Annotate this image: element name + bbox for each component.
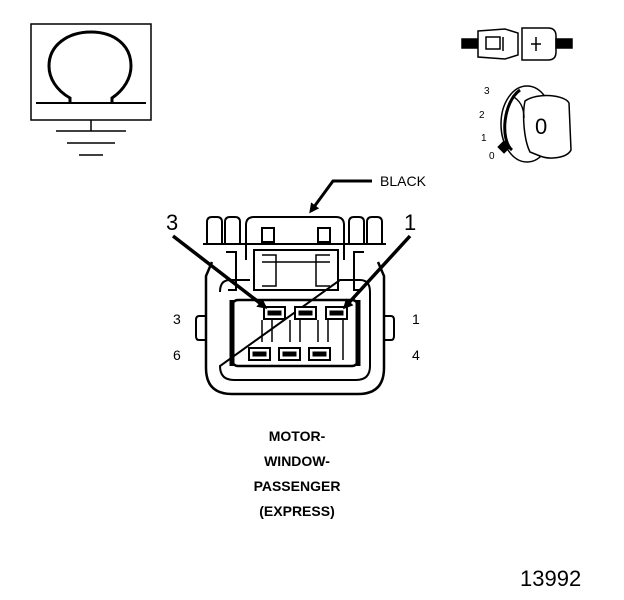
caption-line-3: PASSENGER [253,478,341,494]
cavity-label-3: 3 [173,311,181,327]
connector-body [195,216,395,396]
figure-number: 13992 [520,566,582,591]
terminal-cavity-4 [308,347,331,361]
terminal-cavity-2 [294,306,317,320]
leader-label-3: 3 [166,210,179,235]
cavity-label-4: 4 [412,347,420,363]
leader-lines [171,179,412,310]
cavity-label-6: 6 [173,347,181,363]
terminal-cavity-1 [325,306,348,320]
ignition-key-label: 0 [535,114,548,139]
pin-1-leader [342,234,412,310]
black-color-callout: BLACK [380,173,426,189]
connector-plug-icon [461,27,573,61]
ohm-symbol-icon [30,23,152,156]
terminal-cavity-3 [263,306,286,320]
pin-3-leader [171,234,268,309]
ignition-position-3: 3 [484,86,490,97]
terminal-cavity-5 [278,347,301,361]
terminal-cavity-6 [248,347,271,361]
leader-label-1: 1 [404,210,417,235]
caption-line-1: MOTOR- [268,428,326,444]
ignition-position-0: 0 [489,151,495,162]
ignition-position-1: 1 [481,133,487,144]
ignition-key-icon [497,85,572,163]
black-callout-arrow [309,179,372,214]
caption-line-4: (EXPRESS) [259,503,335,519]
caption-line-2: WINDOW- [264,453,330,469]
component-caption: MOTOR- WINDOW- PASSENGER (EXPRESS) [212,424,382,524]
cavity-label-1: 1 [412,311,420,327]
ignition-position-2: 2 [479,110,485,121]
